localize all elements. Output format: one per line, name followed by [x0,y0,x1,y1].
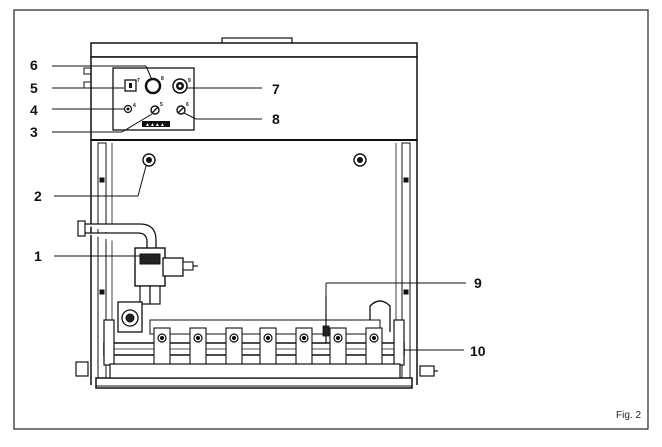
callout-9: 9 [474,275,482,291]
callout-1: 1 [34,248,42,264]
callout-10: 10 [470,343,486,359]
knob-icon [150,105,160,115]
callout-5: 5 [30,80,38,96]
burner-manifold-icon [103,296,405,379]
sight-glass-icon [142,153,156,167]
knob-left-mark: 5 [160,102,163,108]
knob-icon [176,105,186,115]
sight-glass-right-icon [353,153,367,167]
thermostat-mark: 8 [161,76,164,82]
callout-8: 8 [272,111,280,127]
figure-frame [13,9,649,430]
control-panel: 7 8 9 4 5 6 ▲▲▲▲ [112,67,195,131]
lamp-mark: 4 [133,103,136,109]
gas-valve-icon [77,220,198,305]
callout-4: 4 [30,102,38,118]
gauge-icon [172,78,188,94]
callout-7: 7 [272,81,280,97]
knob-right-mark: 6 [186,102,189,108]
panel-badge-plate [142,121,170,127]
switch-mark: 7 [137,78,140,84]
figure-label: Fig. 2 [616,410,641,421]
callout-6: 6 [30,57,38,73]
thermostat-icon [144,77,162,95]
switch-icon [124,79,137,92]
callout-2: 2 [34,188,42,204]
callout-3: 3 [30,124,38,140]
indicator-lamp-icon [123,104,133,114]
callouts: 6 5 4 3 7 8 2 1 9 10 [30,57,486,359]
gauge-mark: 9 [188,78,191,84]
panel-badge: ▲▲▲▲ [145,122,165,128]
